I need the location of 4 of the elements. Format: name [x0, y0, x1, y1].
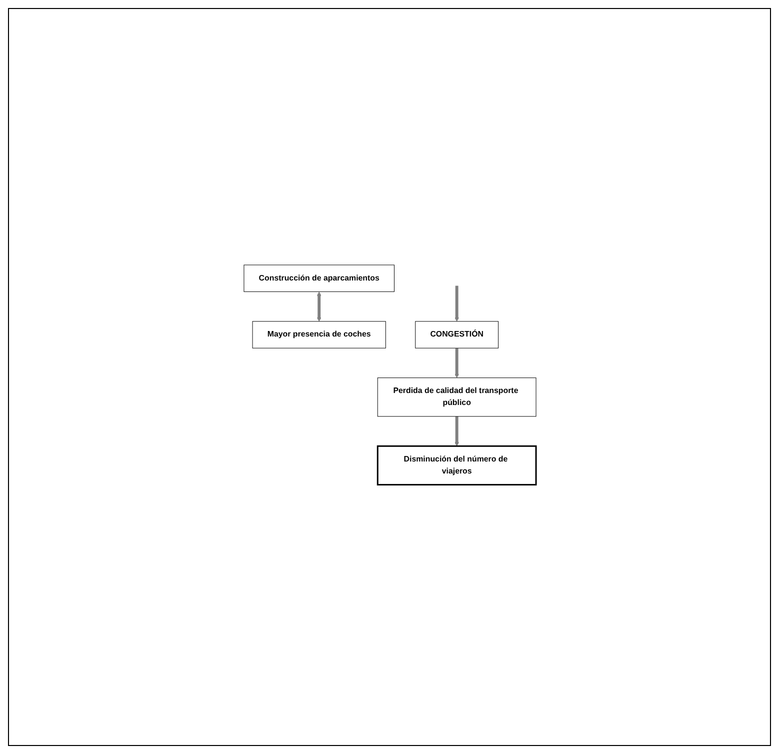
arrow — [454, 416, 458, 446]
arrow — [454, 285, 458, 322]
arrow — [316, 291, 321, 322]
arrow — [454, 348, 458, 378]
